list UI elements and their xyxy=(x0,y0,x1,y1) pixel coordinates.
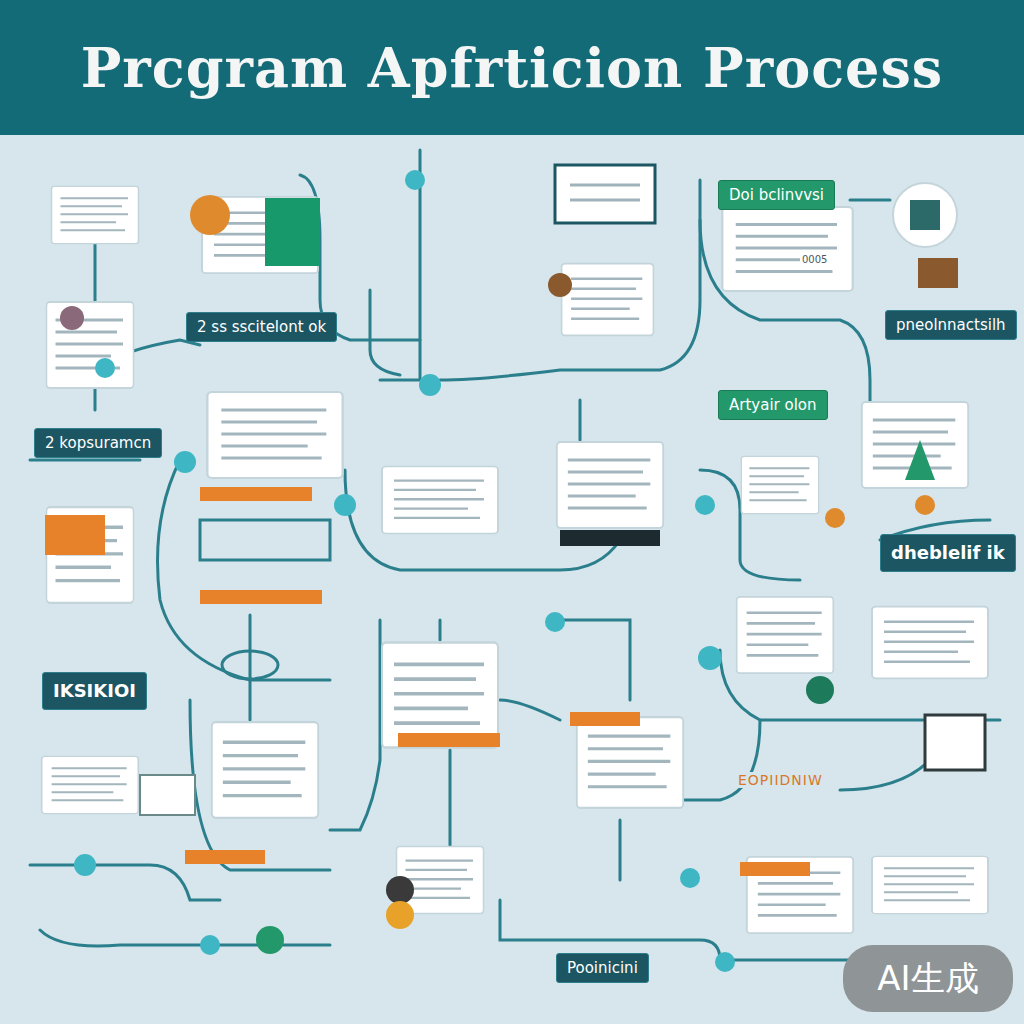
label-tag: IKSIKIOI xyxy=(42,672,147,710)
label-tag: dheblelif ik xyxy=(880,534,1016,572)
tag-text: 2 ss sscitelont ok xyxy=(197,318,326,336)
tag-text: IKSIKIOI xyxy=(53,680,136,701)
tag-text: dheblelif ik xyxy=(891,542,1005,563)
label-tag: Pooinicini xyxy=(556,953,649,983)
note-label: EOPIIDNIW xyxy=(736,772,825,788)
tag-text: Doi bclinvvsi xyxy=(729,186,824,204)
label-tag: Doi bclinvvsi xyxy=(718,180,835,210)
watermark: AI生成 xyxy=(843,945,1013,1012)
title-text: Prcgram Apfrticion Process xyxy=(81,36,943,100)
label-tag: pneolnnactsilh xyxy=(885,310,1017,340)
tag-text: pneolnnactsilh xyxy=(896,316,1006,334)
tag-text: 2 kopsuramcn xyxy=(45,434,151,452)
label-tag: 2 ss sscitelont ok xyxy=(186,312,337,342)
tag-text: Pooinicini xyxy=(567,959,638,977)
label-tag: 2 kopsuramcn xyxy=(34,428,162,458)
label-tag: Artyair olon xyxy=(718,390,828,420)
tag-text: Artyair olon xyxy=(729,396,817,414)
title-box: Prcgram Apfrticion Process xyxy=(0,0,1024,135)
note-label: 0005 xyxy=(800,254,829,265)
